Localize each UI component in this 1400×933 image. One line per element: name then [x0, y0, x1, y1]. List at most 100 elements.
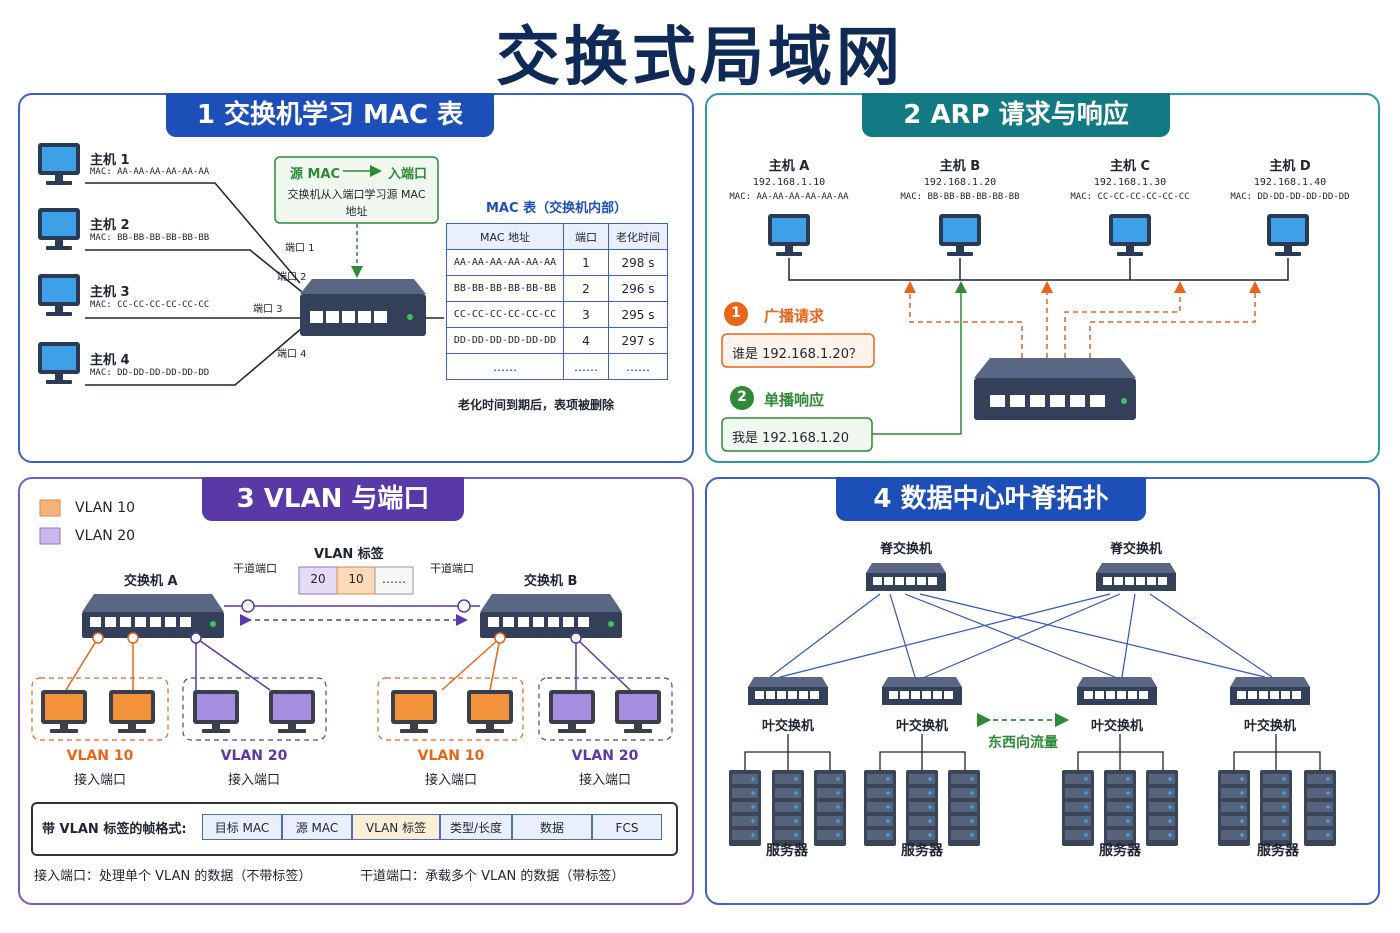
p2-broadcast-lines	[904, 281, 1261, 358]
arp-host-c-ip: 192.168.1.30	[1093, 177, 1167, 188]
arp-host-d-name: 主机 D	[1269, 159, 1311, 174]
p3-switch-a	[82, 594, 224, 638]
vlan-tag-cell-10: 10	[348, 572, 364, 586]
switch-b-label: 交换机 B	[524, 574, 578, 589]
broadcast-label: 广播请求	[764, 307, 825, 325]
port2-label: 端口 2	[277, 272, 307, 283]
spine-switch-2	[1096, 563, 1176, 591]
mac-table-title: MAC 表（交换机内部）	[486, 201, 628, 216]
port-cell: 4	[563, 327, 609, 354]
p1-callout-box	[274, 156, 439, 224]
arp-host-b-mac: MAC: BB-BB-BB-BB-BB-BB	[900, 192, 1020, 202]
group1-port: 接入端口	[73, 773, 126, 788]
mac-cell: ……	[446, 353, 564, 380]
p1-switch	[300, 279, 426, 336]
server-label-4: 服务器	[1257, 843, 1299, 859]
age-cell: 298 s	[608, 249, 668, 276]
group2-vlan: VLAN 20	[220, 748, 288, 764]
p2-unicast-box	[721, 417, 873, 452]
age-cell: 297 s	[608, 327, 668, 354]
east-west-label: 东西向流量	[988, 735, 1058, 751]
callout-desc1: 交换机从入端口学习源 MAC	[287, 188, 426, 201]
switch-a-label: 交换机 A	[124, 574, 178, 589]
host3-mac: MAC: CC-CC-CC-CC-CC-CC	[90, 300, 210, 310]
arp-host-d-ip: 192.168.1.40	[1253, 177, 1327, 188]
port-cell: 3	[563, 301, 609, 328]
leaf-label-4: 叶交换机	[1243, 719, 1296, 734]
table-row: DD-DD-DD-DD-DD-DD 4 297 s	[446, 327, 668, 354]
p2-bus	[788, 258, 1289, 281]
port-cell: ……	[563, 353, 609, 380]
callout-desc2: 地址	[345, 205, 368, 218]
access-port-note: 接入端口：处理单个 VLAN 的数据（不带标签）	[34, 869, 312, 884]
mac-table-header: 端口	[563, 223, 609, 250]
panel1-banner: 1 交换机学习 MAC 表	[166, 93, 494, 137]
p2-switch	[974, 358, 1136, 420]
mac-table-header: 老化时间	[608, 223, 668, 250]
legend-vlan10: VLAN 10	[75, 500, 136, 516]
port-cell: 1	[563, 249, 609, 276]
p1-host-icons	[38, 143, 80, 384]
mac-cell: DD-DD-DD-DD-DD-DD	[446, 327, 564, 354]
p3-port-dots	[92, 599, 582, 644]
table-row: AA-AA-AA-AA-AA-AA 1 298 s	[446, 249, 668, 276]
broadcast-message: 谁是 192.168.1.20？	[732, 347, 862, 362]
unicast-number: 2	[737, 389, 747, 405]
host4-name: 主机 4	[90, 353, 130, 368]
p3-links	[65, 605, 631, 691]
p2-broadcast-box	[721, 333, 875, 368]
spine-label-1: 脊交换机	[879, 542, 932, 557]
frame-field-data: 数据	[512, 814, 592, 840]
host3-name: 主机 3	[90, 285, 130, 300]
legend-swatch-vlan20	[39, 527, 61, 545]
trunk-port-left-label: 干道端口	[233, 562, 277, 575]
frame-field-type-length: 类型/长度	[440, 814, 512, 840]
port3-label: 端口 3	[253, 304, 283, 315]
port4-label: 端口 4	[277, 349, 307, 360]
leaf-switch-1	[748, 677, 828, 705]
table-row: …… …… ……	[446, 353, 668, 380]
leaf-switch-4	[1230, 677, 1310, 705]
aging-note: 老化时间到期后，表项被删除	[458, 398, 615, 412]
group4-port: 接入端口	[578, 773, 631, 788]
group4-vlan: VLAN 20	[571, 748, 639, 764]
legend-swatch-vlan10	[39, 499, 61, 517]
mac-cell: AA-AA-AA-AA-AA-AA	[446, 249, 564, 276]
mac-table-header: MAC 地址	[446, 223, 564, 250]
frame-format-label: 带 VLAN 标签的帧格式:	[42, 822, 187, 837]
arp-host-a-ip: 192.168.1.10	[752, 177, 826, 188]
p3-tag-cells	[298, 566, 414, 595]
arp-host-c-mac: MAC: CC-CC-CC-CC-CC-CC	[1070, 192, 1190, 202]
page-title: 交换式局域网	[496, 21, 904, 95]
age-cell: 295 s	[608, 301, 668, 328]
trunk-port-note: 干道端口：承载多个 VLAN 的数据（带标签）	[360, 869, 625, 884]
age-cell: ……	[608, 353, 668, 380]
group1-vlan: VLAN 10	[66, 748, 134, 764]
frame-field-dst-mac: 目标 MAC	[202, 814, 282, 840]
mac-table: MAC 地址 端口 老化时间 AA-AA-AA-AA-AA-AA 1 298 s…	[446, 223, 668, 380]
mac-cell: CC-CC-CC-CC-CC-CC	[446, 301, 564, 328]
unicast-message: 我是 192.168.1.20	[732, 431, 849, 446]
table-row: BB-BB-BB-BB-BB-BB 2 296 s	[446, 275, 668, 302]
frame-field-src-mac: 源 MAC	[282, 814, 352, 840]
arp-host-a-mac: MAC: AA-AA-AA-AA-AA-AA	[729, 192, 849, 202]
p3-vlan-groups	[31, 677, 673, 741]
p2-unicast-badge	[730, 386, 754, 410]
p4-server-links	[744, 734, 1321, 770]
group3-port: 接入端口	[424, 773, 477, 788]
broadcast-number: 1	[731, 305, 741, 321]
host1-mac: MAC: AA-AA-AA-AA-AA-AA	[90, 167, 210, 177]
vlan-tag-cell-more: ……	[382, 572, 406, 586]
leaf-label-2: 叶交换机	[895, 719, 948, 734]
host1-name: 主机 1	[90, 153, 130, 168]
server-label-3: 服务器	[1099, 843, 1141, 859]
unicast-label: 单播响应	[764, 391, 825, 409]
table-row: CC-CC-CC-CC-CC-CC 3 295 s	[446, 301, 668, 328]
p4-servers	[729, 770, 1336, 846]
server-label-2: 服务器	[901, 843, 943, 859]
arp-host-b-ip: 192.168.1.20	[923, 177, 997, 188]
group3-vlan: VLAN 10	[417, 748, 485, 764]
arp-host-c-name: 主机 C	[1109, 159, 1151, 174]
leaf-label-3: 叶交换机	[1090, 719, 1143, 734]
